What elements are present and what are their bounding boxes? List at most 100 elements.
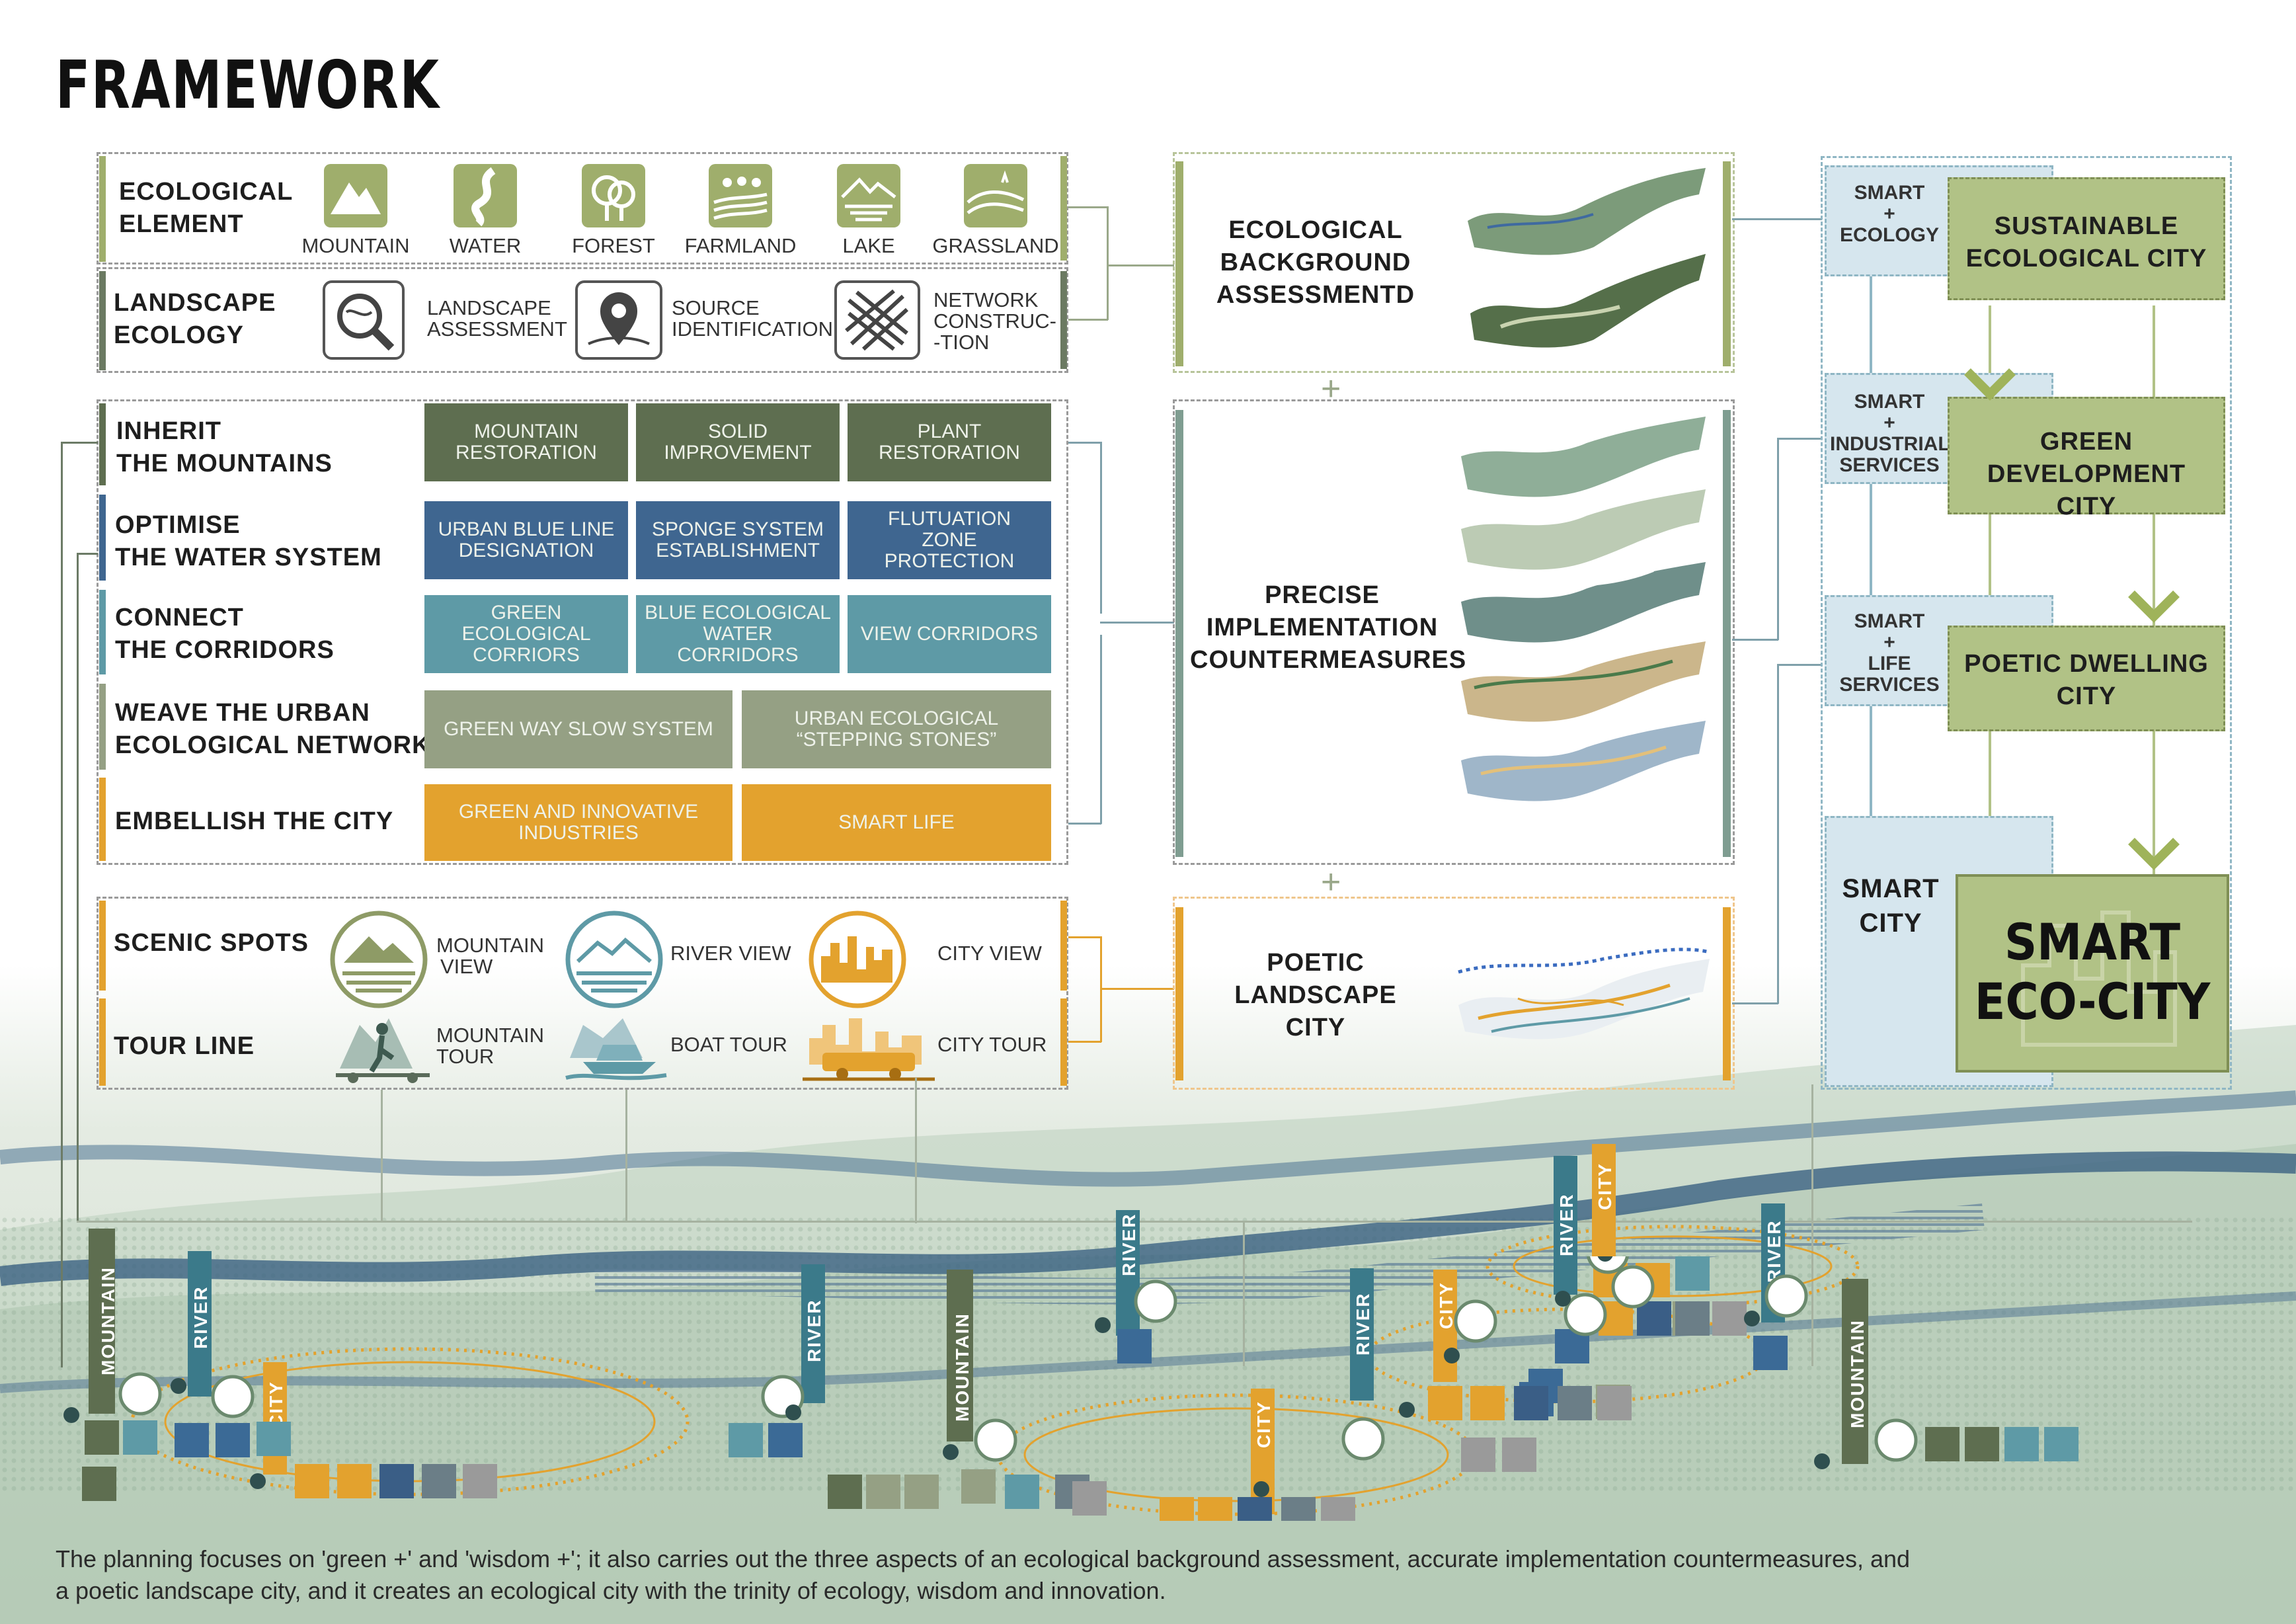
chevron-down-icon — [2128, 590, 2180, 623]
connector-line — [1777, 438, 1779, 640]
green-flow-line — [1989, 305, 1991, 874]
boat-tour-caption: BOAT TOUR — [670, 1033, 787, 1056]
ecological-caption: FARMLAND — [684, 234, 797, 257]
map-connector — [1811, 1084, 1813, 1223]
river-view-caption: RIVER VIEW — [670, 942, 791, 965]
accent-bar — [99, 495, 106, 581]
connector-line — [1068, 823, 1101, 825]
strategy-cell-view-corridors: VIEW CORRIDORS — [848, 595, 1051, 673]
green-flow-line — [2153, 305, 2155, 874]
accent-bar — [99, 271, 106, 370]
ecological-icon-farmland — [707, 163, 773, 229]
connector-line — [1068, 206, 1108, 208]
map-marker-label: RIVER — [1556, 1193, 1577, 1256]
smart-eco-city-block — [1956, 874, 2229, 1073]
poetic-landscape-map — [1452, 932, 1716, 1065]
mountain-tour-icon — [333, 1005, 432, 1086]
connector-line — [77, 553, 98, 555]
accent-bar — [99, 998, 106, 1086]
city-tour-icon — [803, 1005, 935, 1086]
map-marker-mountain — [947, 1270, 973, 1441]
connector-line — [1777, 664, 1779, 1004]
map-marker-river — [1554, 1156, 1577, 1295]
middle-left-bar — [1175, 410, 1183, 857]
accent-bar — [99, 684, 106, 770]
scenic-spots-label: SCENIC SPOTS — [114, 929, 309, 957]
map-marker-label: CITY — [1595, 1162, 1615, 1210]
map-marker-river — [1116, 1210, 1140, 1336]
middle-box-countermeasures — [1173, 399, 1735, 865]
map-connector — [1243, 1221, 1245, 1366]
tour-line-label: TOUR LINE — [114, 1032, 255, 1060]
connector-line — [1068, 442, 1101, 444]
accent-bar — [99, 778, 106, 861]
strategy-cell-stepping-stones: URBAN ECOLOGICAL“STEPPING STONES” — [742, 690, 1051, 768]
scenic-panel — [97, 897, 1068, 1090]
ecological-right-bar — [1060, 156, 1067, 261]
smart-panel-outline — [1821, 156, 2232, 1090]
connector-line — [1068, 1041, 1101, 1043]
city-view-icon — [808, 910, 907, 1009]
map-marker-city — [1592, 1144, 1616, 1256]
ecological-caption: LAKE — [842, 234, 895, 257]
middle-right-bar — [1723, 161, 1731, 366]
ecological-icon-water — [452, 163, 518, 229]
city-view-caption: CITY VIEW — [937, 942, 1042, 965]
connector-line — [1732, 1002, 1778, 1004]
strategy-label-city: EMBELLISH THE CITY — [115, 807, 394, 835]
connector-line — [1068, 936, 1101, 938]
connector-line — [1732, 639, 1778, 641]
connector-line — [1100, 442, 1102, 614]
smart-flow-line — [1870, 276, 1872, 885]
green-development-block — [1948, 397, 2225, 514]
map-connector — [381, 1090, 383, 1222]
location-pin-icon — [575, 280, 662, 360]
map-icon-tiles — [63, 1256, 2078, 1521]
accent-bar — [99, 156, 106, 262]
middle-left-bar — [1175, 161, 1183, 366]
middle-right-bar — [1723, 907, 1731, 1080]
middle-box-poetic — [1173, 897, 1735, 1090]
middle-right-bar — [1723, 410, 1731, 857]
river-view-icon — [565, 910, 664, 1009]
map-connector — [625, 1090, 627, 1222]
poetic-dwelling-block — [1948, 626, 2225, 731]
network-icon — [834, 280, 920, 360]
map-marker-river — [188, 1251, 212, 1397]
boat-tour-icon — [563, 1005, 669, 1086]
sustainable-city-block — [1948, 177, 2225, 300]
connector-line — [1108, 264, 1174, 266]
connector-line — [61, 442, 63, 1367]
smart-ecology-label: SMART+ECOLOGY — [1839, 182, 1939, 246]
ecological-caption: WATER — [449, 234, 522, 257]
ecological-icon-forest — [580, 163, 647, 229]
plus-sign: + — [1321, 863, 1341, 901]
map-marker-river — [801, 1264, 825, 1403]
strategy-cell-smart-life: SMART LIFE — [742, 784, 1051, 861]
connector-line — [1100, 988, 1174, 990]
map-marker-mountain — [1842, 1279, 1868, 1464]
map-marker-river — [1350, 1268, 1374, 1401]
mountain-view-icon — [329, 910, 428, 1009]
strategies-panel — [97, 399, 1068, 865]
ecological-caption: GRASSLAND — [932, 234, 1059, 257]
footer-description: The planning focuses on 'green +' and 'w… — [56, 1545, 1911, 1604]
